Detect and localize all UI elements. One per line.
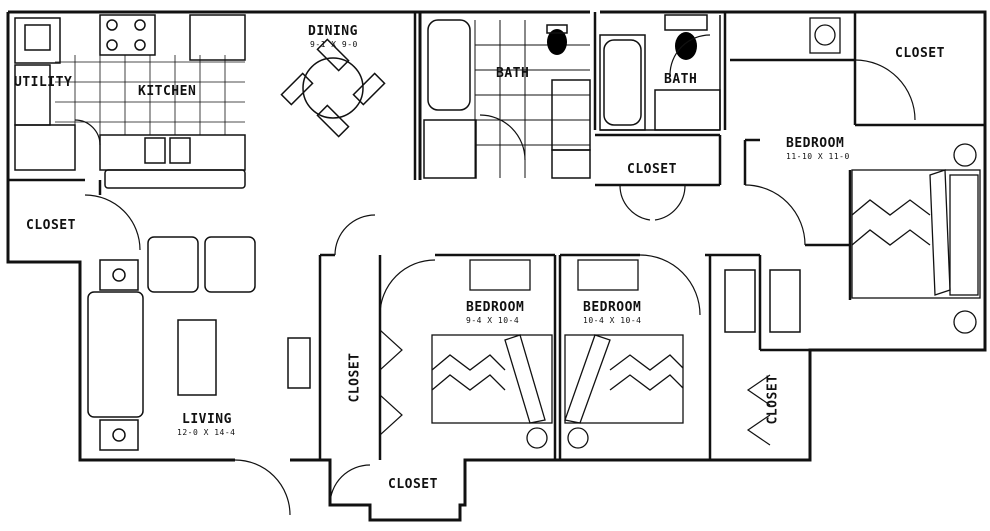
label-bath-1: BATH bbox=[496, 66, 530, 81]
label-closet-front: CLOSET bbox=[388, 477, 438, 492]
bifold-doors bbox=[379, 329, 771, 446]
bath1-tiles bbox=[474, 20, 590, 178]
label-closet-bedroom-2: CLOSET bbox=[347, 352, 363, 403]
label-bedroom-3: BEDROOM bbox=[583, 300, 642, 315]
label-closet-hall: CLOSET bbox=[627, 162, 677, 177]
kitchen-tiles bbox=[55, 55, 245, 135]
label-closet-entry: CLOSET bbox=[26, 218, 76, 233]
label-kitchen: KITCHEN bbox=[138, 84, 197, 99]
living-furniture bbox=[87, 236, 801, 451]
bedroom3-bed bbox=[564, 259, 684, 449]
bedroom2-bed bbox=[431, 259, 553, 449]
label-bedroom-2: BEDROOM bbox=[466, 300, 525, 315]
label-master-bedroom: BEDROOM bbox=[786, 136, 845, 151]
dining-table bbox=[280, 38, 386, 138]
label-dining: DINING bbox=[308, 24, 358, 39]
label-living-size: 12-0 X 14-4 bbox=[177, 428, 236, 437]
door-swings bbox=[74, 34, 916, 516]
label-master-bedroom-size: 11-10 X 11-0 bbox=[786, 152, 850, 161]
label-closet-master: CLOSET bbox=[895, 46, 945, 61]
label-utility: UTILITY bbox=[14, 75, 73, 90]
label-bedroom-3-size: 10-4 X 10-4 bbox=[583, 316, 642, 325]
interior-walls bbox=[8, 12, 985, 460]
kitchen-fixtures bbox=[14, 14, 246, 189]
bath2-fixtures bbox=[599, 14, 721, 131]
label-dining-size: 9-1 X 9-0 bbox=[310, 40, 358, 49]
master-bed bbox=[809, 17, 981, 334]
label-living: LIVING bbox=[182, 412, 232, 427]
label-bedroom-2-size: 9-4 X 10-4 bbox=[466, 316, 520, 325]
label-bath-2: BATH bbox=[664, 72, 698, 87]
label-closet-bedroom-3: CLOSET bbox=[765, 374, 781, 425]
bath1-fixtures bbox=[423, 19, 591, 179]
